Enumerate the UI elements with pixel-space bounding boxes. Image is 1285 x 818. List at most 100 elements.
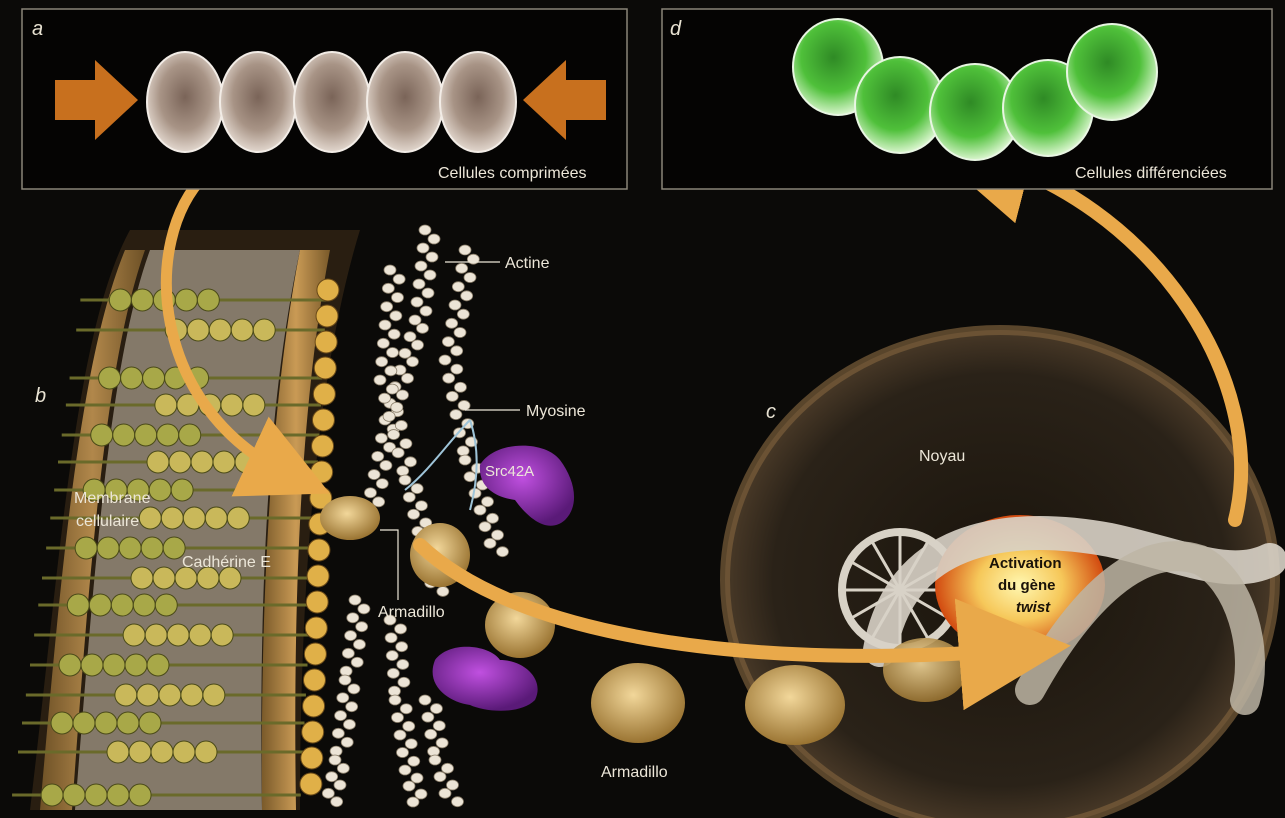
actin-bead xyxy=(395,624,407,634)
actin-bead xyxy=(392,448,404,458)
armadillo-protein-membrane xyxy=(320,496,380,540)
cadherin-bead xyxy=(145,624,167,646)
actin-bead xyxy=(474,505,486,515)
compressed-cells xyxy=(147,52,516,152)
cadherin-bead xyxy=(159,684,181,706)
actin-bead xyxy=(342,648,354,658)
cadherin-bead xyxy=(129,784,151,806)
compressed-cell-2 xyxy=(220,52,296,152)
actin-bead xyxy=(403,781,415,791)
cadherin-bead xyxy=(173,741,195,763)
actin-bead xyxy=(384,265,396,275)
actin-bead xyxy=(341,737,353,747)
armadillo-protein-3 xyxy=(591,663,685,743)
actin-bead xyxy=(403,721,415,731)
cadherin-bead xyxy=(59,654,81,676)
actin-bead xyxy=(331,797,343,807)
cadherin-bead xyxy=(155,394,177,416)
actin-bead xyxy=(353,639,365,649)
label-src42a: Src42A xyxy=(485,463,534,480)
actin-bead xyxy=(339,675,351,685)
label-activation-line3: twist xyxy=(1016,599,1051,616)
label-noyau: Noyau xyxy=(919,448,965,465)
actin-bead xyxy=(356,622,368,632)
cadherin-bead xyxy=(171,479,193,501)
cadherin-bead xyxy=(131,289,153,311)
actin-bead xyxy=(442,337,454,347)
actin-bead xyxy=(335,711,347,721)
actin-bead xyxy=(459,245,471,255)
actin-bead xyxy=(447,780,459,790)
catenin-bead xyxy=(305,617,327,639)
label-cadherine: Cadhérine E xyxy=(182,554,271,571)
actin-bead xyxy=(434,772,446,782)
catenin-bead xyxy=(308,539,330,561)
actin-bead xyxy=(358,604,370,614)
cadherin-bead xyxy=(143,367,165,389)
actin-bead xyxy=(464,273,476,283)
actin-bead xyxy=(397,659,409,669)
cadherin-bead xyxy=(205,507,227,529)
cadherin-bead xyxy=(231,319,253,341)
actin-bead xyxy=(399,475,411,485)
catenin-bead xyxy=(307,565,329,587)
differentiated-cell-5 xyxy=(1067,24,1157,120)
actin-bead xyxy=(397,466,409,476)
actin-bead xyxy=(405,739,417,749)
actin-bead xyxy=(368,470,380,480)
cadherin-bead xyxy=(135,424,157,446)
catenin-bead xyxy=(312,409,334,431)
actin-bead xyxy=(385,633,397,643)
actin-bead xyxy=(334,780,346,790)
cadherin-bead xyxy=(133,594,155,616)
actin-bead xyxy=(385,366,397,376)
catenin-bead xyxy=(300,773,322,795)
actin-bead xyxy=(400,439,412,449)
cadherin-bead xyxy=(123,624,145,646)
actin-bead xyxy=(487,513,499,523)
actin-bead xyxy=(449,300,461,310)
actin-bead xyxy=(345,631,357,641)
actin-bead xyxy=(407,357,419,367)
cadherin-bead xyxy=(243,394,265,416)
label-armadillo-2: Armadillo xyxy=(601,764,668,781)
actin-bead xyxy=(456,263,468,273)
cadherin-bead xyxy=(113,424,135,446)
actin-bead xyxy=(454,328,466,338)
compressed-cell-1 xyxy=(147,52,223,152)
panel-c-nucleus xyxy=(725,330,1275,818)
actin-bead xyxy=(349,595,361,605)
armadillo-protein-nucleus xyxy=(745,665,845,745)
actin-bead xyxy=(464,472,476,482)
catenin-bead xyxy=(314,357,336,379)
actin-bead xyxy=(380,460,392,470)
actin-bead xyxy=(322,788,334,798)
catenin-bead xyxy=(304,643,326,665)
catenin-bead xyxy=(312,435,334,457)
cadherin-bead xyxy=(221,394,243,416)
cadherin-bead xyxy=(73,712,95,734)
catenin-bead xyxy=(301,747,323,769)
actin-bead xyxy=(446,318,458,328)
actin-bead xyxy=(404,457,416,467)
label-activation-line2: du gène xyxy=(998,577,1056,594)
cadherin-bead xyxy=(41,784,63,806)
panel-d-caption: Cellules différenciées xyxy=(1075,165,1227,182)
cadherin-bead xyxy=(157,424,179,446)
actin-bead xyxy=(393,274,405,284)
cadherin-bead xyxy=(253,319,275,341)
cadherin-bead xyxy=(107,741,129,763)
panel-d-letter: d xyxy=(670,18,682,40)
actin-bead xyxy=(377,338,389,348)
actin-bead xyxy=(404,332,416,342)
actin-bead xyxy=(442,763,454,773)
cadherin-bead xyxy=(211,624,233,646)
actin-bead xyxy=(400,704,412,714)
actin-bead xyxy=(424,270,436,280)
actin-bead xyxy=(479,522,491,532)
cadherin-bead xyxy=(191,451,213,473)
catenin-bead xyxy=(316,305,338,327)
actin-bead xyxy=(390,311,402,321)
actin-bead xyxy=(452,282,464,292)
catenin-bead xyxy=(311,461,333,483)
